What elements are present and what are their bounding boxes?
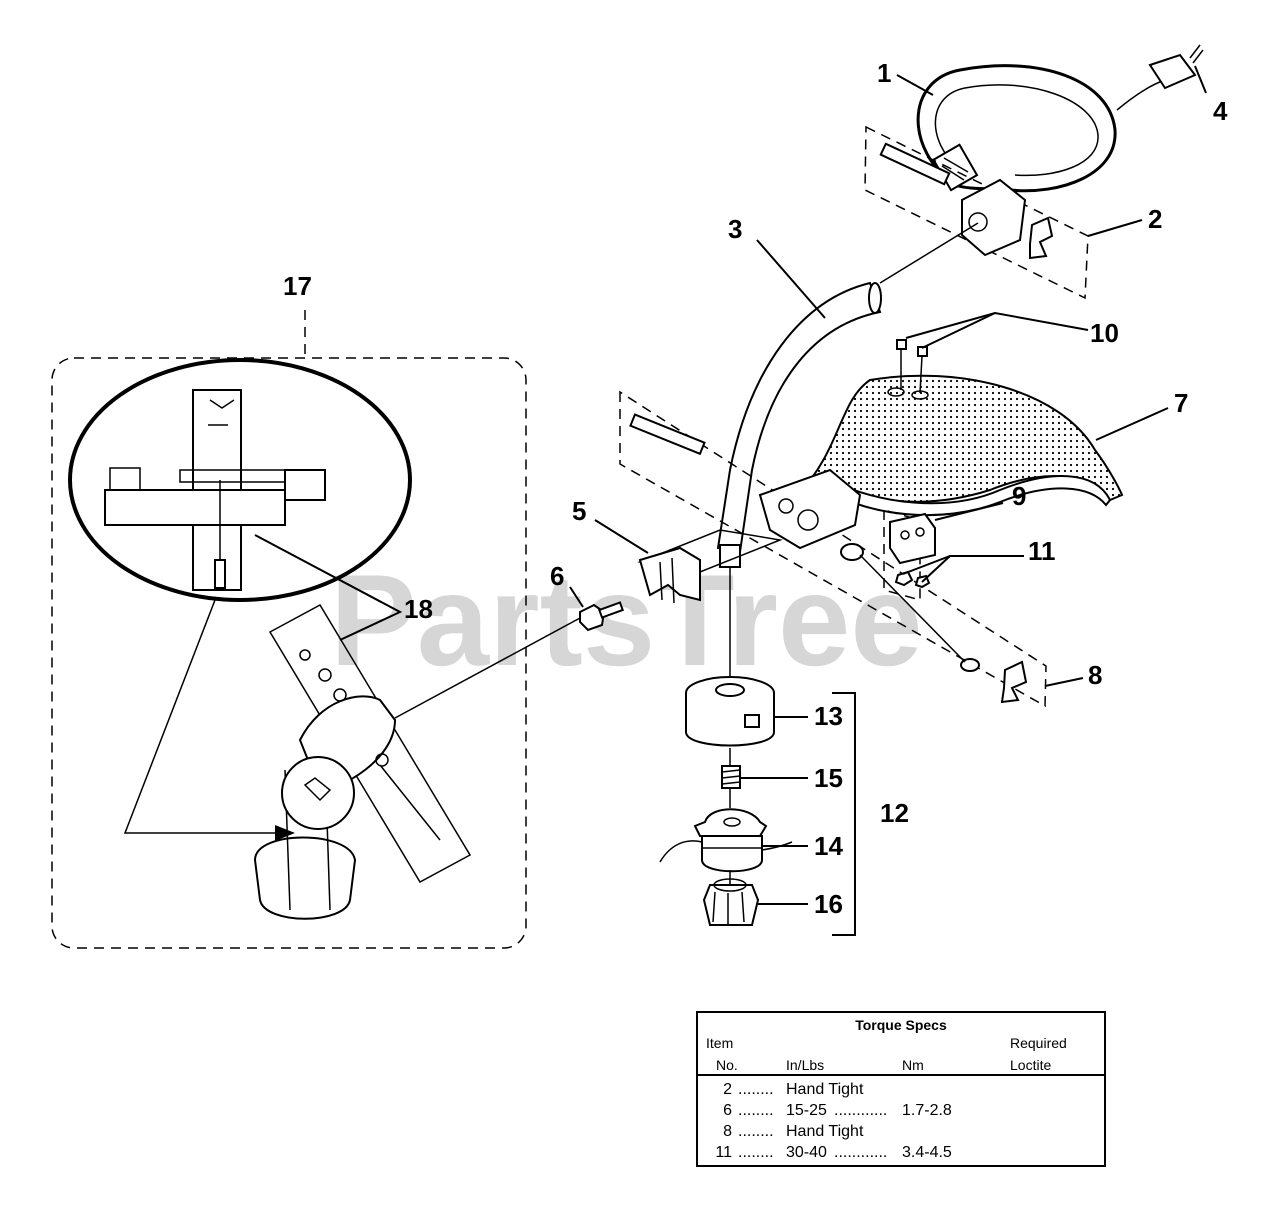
header-rule (698, 1074, 1104, 1076)
col-loctite-top: Required (1010, 1035, 1067, 1051)
callout-13: 13 (814, 701, 843, 731)
callout-16: 16 (814, 889, 843, 919)
callout-12: 12 (880, 798, 909, 828)
callout-9: 9 (1012, 481, 1026, 511)
row-inlbs: Hand Tight (786, 1081, 864, 1098)
callout-7: 7 (1174, 388, 1188, 418)
handle-clamp (864, 125, 1089, 300)
shaft-bracket (637, 529, 783, 604)
callout-10: 10 (1090, 318, 1119, 348)
table-row: 2 ........ Hand Tight (698, 1081, 1104, 1102)
shaft-bolt (579, 601, 624, 632)
row-dots: ........ (738, 1102, 774, 1119)
callout-1: 1 (877, 58, 891, 88)
callout-18: 18 (404, 594, 433, 624)
guard (799, 374, 1124, 516)
callout-5: 5 (572, 496, 586, 526)
callout-17: 17 (283, 271, 312, 301)
col-nm: Nm (902, 1057, 924, 1073)
detail-inset (51, 310, 581, 949)
row-dots: ............ (834, 1102, 888, 1119)
callout-3: 3 (728, 214, 742, 244)
row-nm: 1.7-2.8 (902, 1102, 952, 1119)
col-item-top: Item (706, 1035, 734, 1051)
curved-shaft (716, 222, 979, 680)
row-item: 11 (715, 1144, 732, 1161)
callout-14: 14 (814, 831, 843, 861)
torque-table-title: Torque Specs (855, 1017, 947, 1033)
row-dots: ........ (738, 1144, 774, 1161)
col-loctite-bottom: Loctite (1010, 1057, 1052, 1073)
table-row: 8 ........ Hand Tight (698, 1123, 1104, 1144)
row-inlbs: 15-25 (786, 1102, 827, 1119)
row-dots: ........ (738, 1123, 774, 1140)
trimmer-housing (685, 676, 775, 747)
table-row: 11 ........ 30-40 ............ 3.4-4.5 (698, 1144, 1104, 1165)
row-inlbs: 30-40 (786, 1144, 827, 1161)
table-row: 6 ........ 15-25 ............ 1.7-2.8 (698, 1102, 1104, 1123)
row-item: 8 (723, 1123, 732, 1140)
col-inlbs: In/Lbs (786, 1057, 825, 1073)
row-item: 2 (723, 1081, 732, 1098)
guard-screws (887, 339, 929, 400)
row-dots: ............ (834, 1144, 888, 1161)
spool (659, 808, 793, 873)
bolt-assembly-box (619, 390, 1047, 708)
callout-11: 11 (1028, 536, 1056, 566)
spring (721, 765, 741, 789)
line-cutter-bracket (883, 509, 936, 601)
group-bracket-12 (832, 692, 856, 936)
handle-loop (916, 44, 1204, 193)
callout-15: 15 (814, 763, 843, 793)
row-inlbs: Hand Tight (786, 1123, 864, 1140)
callout-4: 4 (1213, 96, 1228, 126)
callout-8: 8 (1088, 660, 1102, 690)
col-item-bottom: No. (716, 1057, 738, 1073)
torque-specs-table: Torque Specs Item No. In/Lbs Nm Required… (696, 1011, 1106, 1167)
callout-2: 2 (1148, 204, 1162, 234)
watermark: PartsTree (330, 547, 923, 693)
leader-18 (254, 534, 403, 641)
callout-6: 6 (550, 561, 564, 591)
row-dots: ........ (738, 1081, 774, 1098)
leader-lines (569, 65, 1207, 905)
row-nm: 3.4-4.5 (902, 1144, 952, 1161)
row-item: 6 (723, 1102, 732, 1119)
bump-knob (702, 878, 760, 926)
